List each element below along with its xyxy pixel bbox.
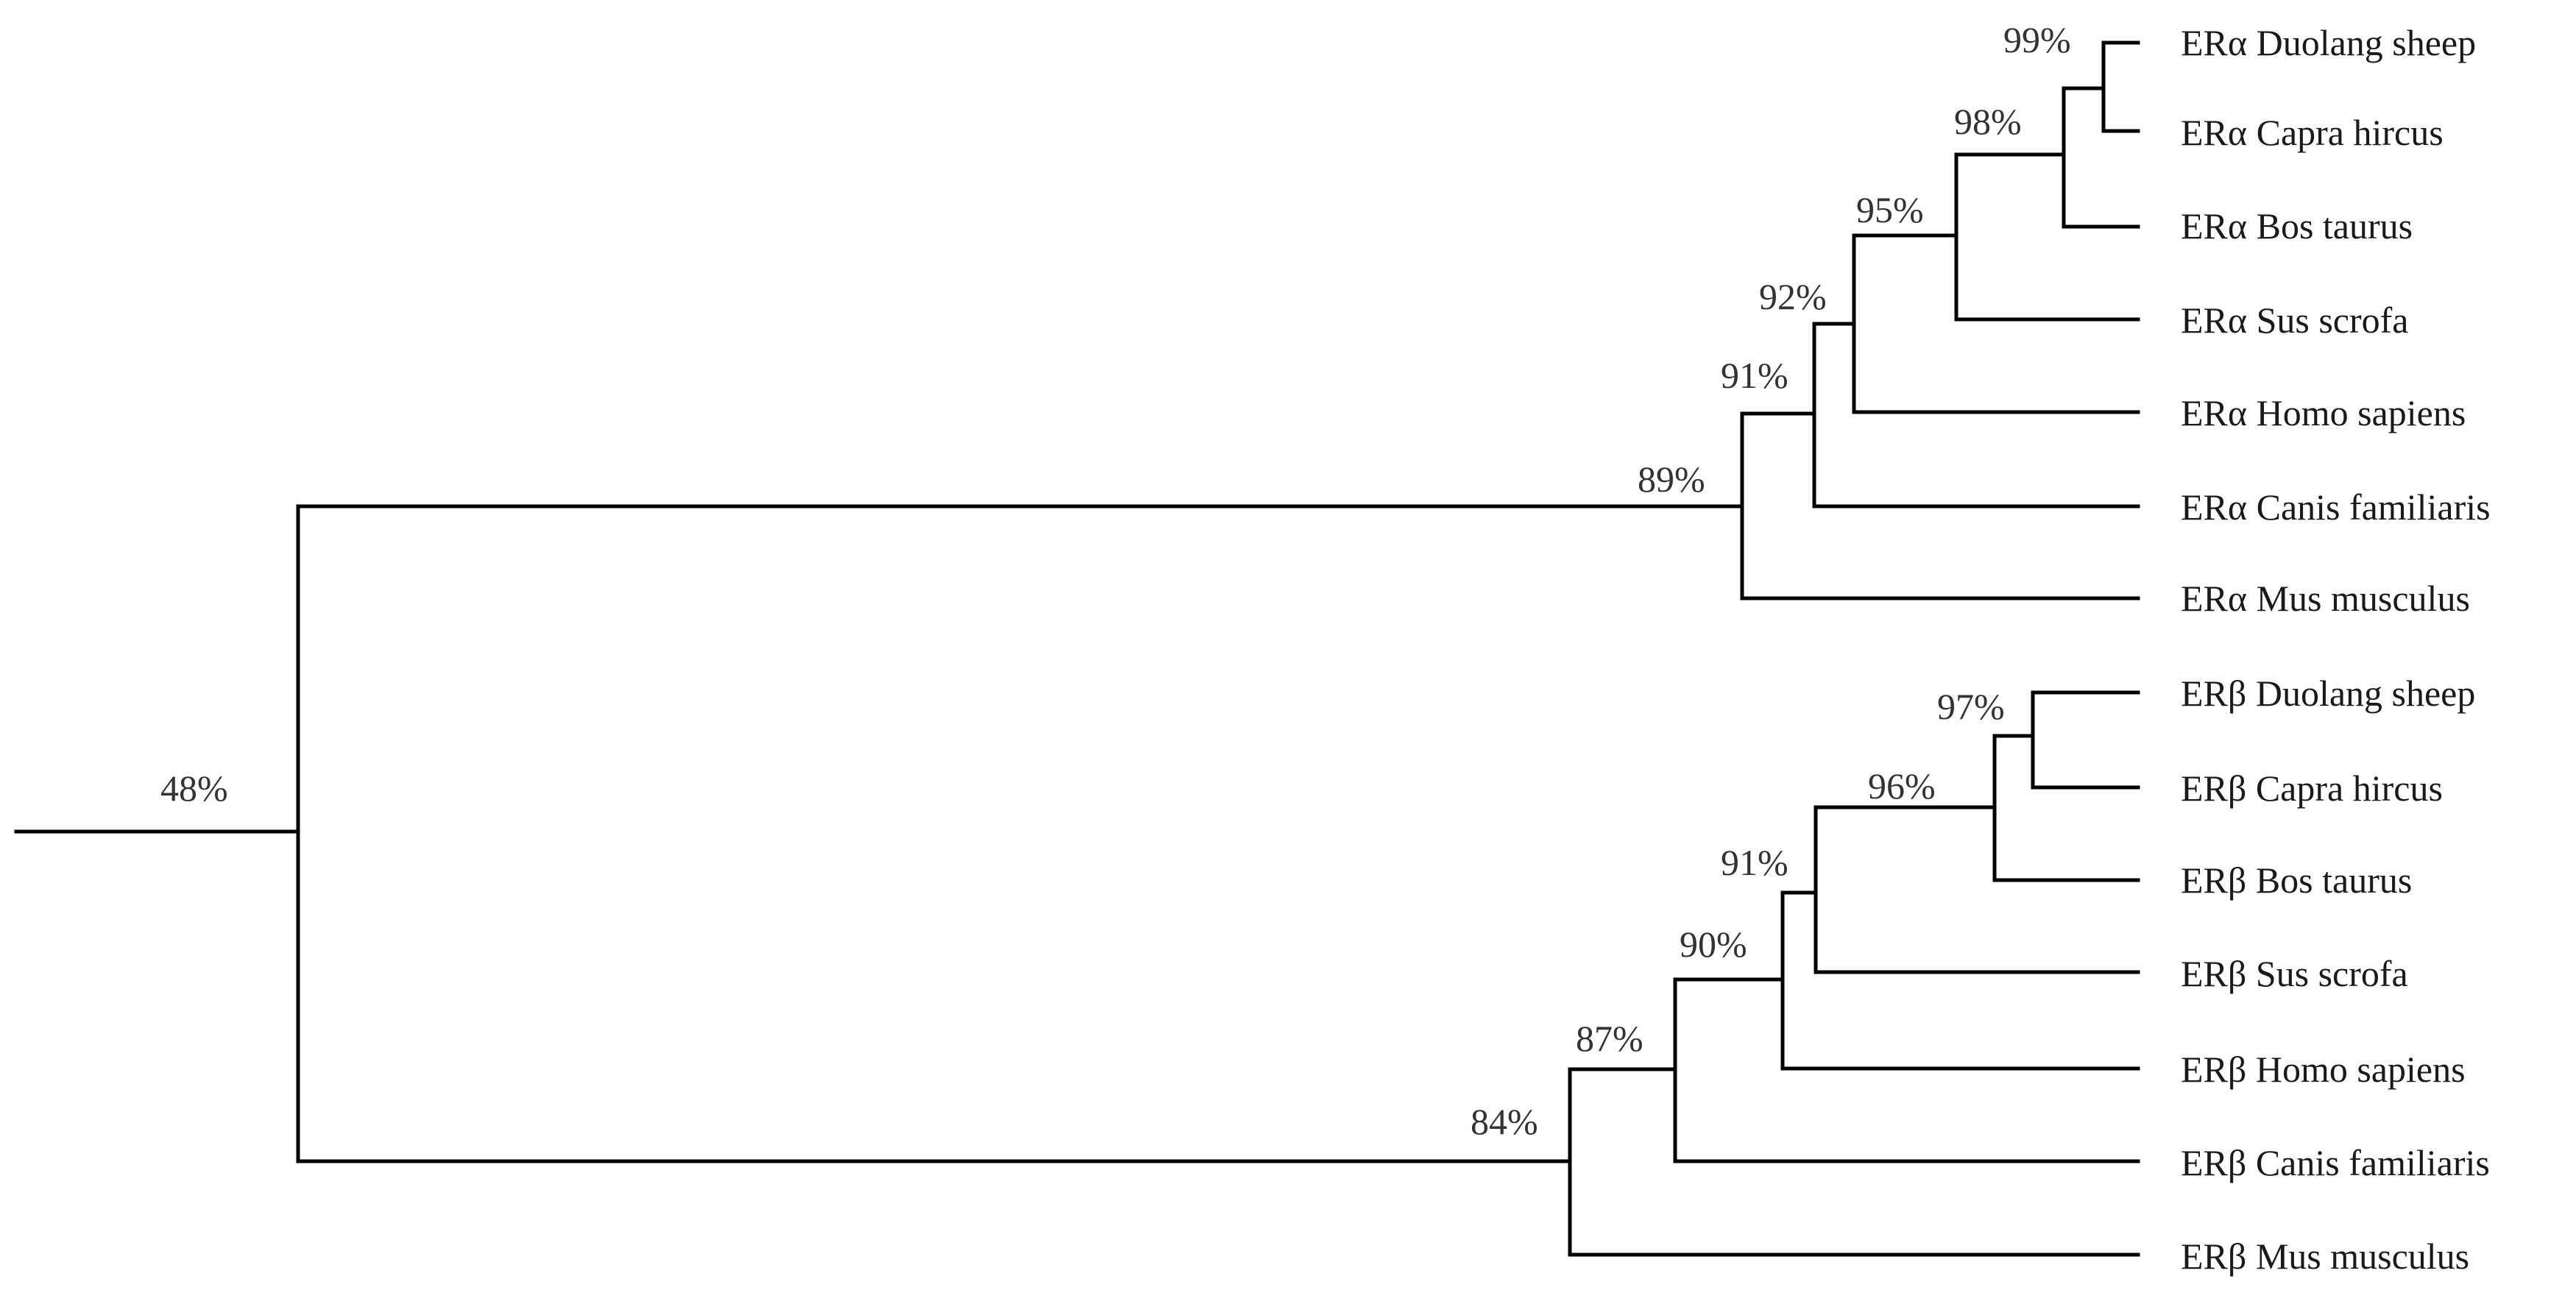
bootstrap-era-92: 92% — [1759, 276, 1827, 317]
bootstrap-erb-90: 90% — [1680, 924, 1747, 965]
leaf-labels: ERα Duolang sheep ERα Capra hircus ERα B… — [2181, 22, 2491, 1277]
leaf-era-duolang: ERα Duolang sheep — [2181, 22, 2476, 63]
bootstrap-era-91: 91% — [1721, 355, 1788, 396]
root-branches — [14, 504, 1744, 1163]
bootstrap-era-99: 99% — [2003, 19, 2071, 60]
bootstrap-era-98: 98% — [1954, 101, 2022, 142]
leaf-era-homo: ERα Homo sapiens — [2181, 392, 2466, 433]
leaf-erb-duolang: ERβ Duolang sheep — [2181, 673, 2475, 714]
bootstrap-labels: 48% 89% 91% 92% 95% 98% 99% 84% 87% 90% … — [160, 19, 2071, 1142]
bootstrap-era-clade: 89% — [1638, 458, 1705, 500]
bootstrap-erb-91: 91% — [1721, 842, 1788, 883]
leaf-era-capra: ERα Capra hircus — [2181, 112, 2444, 153]
bootstrap-root: 48% — [160, 768, 228, 809]
leaf-erb-bos: ERβ Bos taurus — [2181, 860, 2412, 901]
leaf-era-canis: ERα Canis familiaris — [2181, 486, 2491, 528]
leaf-erb-homo: ERβ Homo sapiens — [2181, 1049, 2466, 1090]
leaf-era-sus: ERα Sus scrofa — [2181, 300, 2409, 341]
leaf-erb-capra: ERβ Capra hircus — [2181, 768, 2443, 809]
leaf-erb-mus: ERβ Mus musculus — [2181, 1236, 2469, 1277]
erb-clade — [1568, 690, 2140, 1257]
leaf-erb-canis: ERβ Canis familiaris — [2181, 1142, 2490, 1183]
leaf-erb-sus: ERβ Sus scrofa — [2181, 953, 2408, 994]
leaf-era-bos: ERα Bos taurus — [2181, 205, 2413, 247]
bootstrap-erb-clade: 84% — [1471, 1101, 1538, 1142]
bootstrap-erb-97: 97% — [1937, 686, 2005, 727]
era-clade — [1740, 40, 2140, 600]
bootstrap-era-95: 95% — [1856, 189, 1924, 230]
bootstrap-erb-96: 96% — [1868, 765, 1936, 807]
bootstrap-erb-87: 87% — [1576, 1018, 1643, 1059]
leaf-era-mus: ERα Mus musculus — [2181, 578, 2470, 619]
